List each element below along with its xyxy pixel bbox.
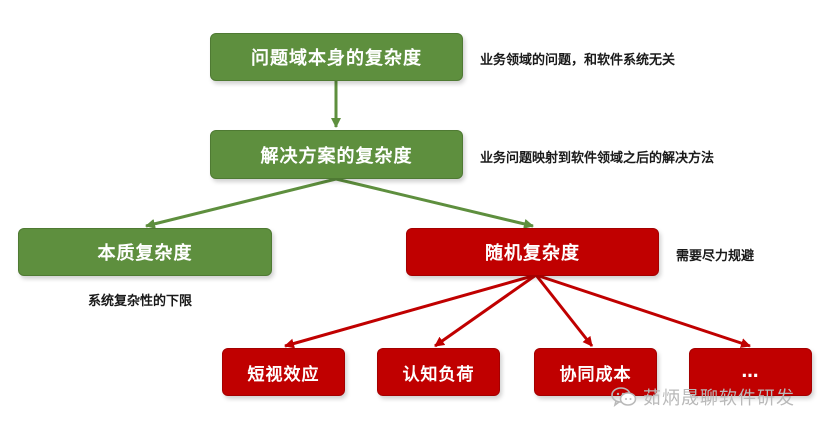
node-essential-label: 本质复杂度 (97, 243, 193, 264)
leaf2-label: 认知负荷 (402, 364, 475, 385)
note-solution: 业务问题映射到软件领域之后的解决方法 (480, 151, 715, 166)
note-accidental: 需要尽力规避 (676, 249, 755, 264)
arrow-accidental-to-leaf1 (284, 273, 537, 349)
leaf4-label: … (741, 362, 760, 382)
arrow-accidental-to-leaf4 (535, 273, 751, 348)
leaf1-label: 短视效应 (247, 364, 320, 385)
node-leaf-more: … (689, 348, 812, 396)
note-essential: 系统复杂性的下限 (88, 294, 193, 309)
node-accidental-complexity: 随机复杂度 (406, 228, 659, 276)
node-leaf-coordination-cost: 协同成本 (534, 348, 657, 396)
watermark: 茹炳晟聊软件研发 (611, 384, 795, 410)
node-accidental-label: 随机复杂度 (485, 243, 580, 264)
node-solution-complexity: 解决方案的复杂度 (210, 130, 463, 179)
arrow-solution-to-accidental (335, 177, 534, 229)
leaf3-label: 协同成本 (559, 364, 632, 385)
arrow-solution-to-essential (145, 177, 337, 229)
arrow-accidental-to-leaf3 (534, 274, 594, 347)
node-leaf-short-sighted: 短视效应 (222, 348, 345, 396)
node-problem-label: 问题域本身的复杂度 (251, 48, 422, 69)
node-essential-complexity: 本质复杂度 (18, 228, 272, 276)
node-problem-complexity: 问题域本身的复杂度 (210, 33, 463, 81)
node-leaf-cognitive-load: 认知负荷 (377, 348, 500, 396)
arrow-accidental-to-leaf2 (434, 273, 537, 348)
wechat-icon (611, 387, 637, 407)
node-solution-label: 解决方案的复杂度 (260, 145, 413, 167)
watermark-text: 茹炳晟聊软件研发 (643, 388, 795, 409)
note-problem: 业务领域的问题，和软件系统无关 (480, 53, 676, 68)
